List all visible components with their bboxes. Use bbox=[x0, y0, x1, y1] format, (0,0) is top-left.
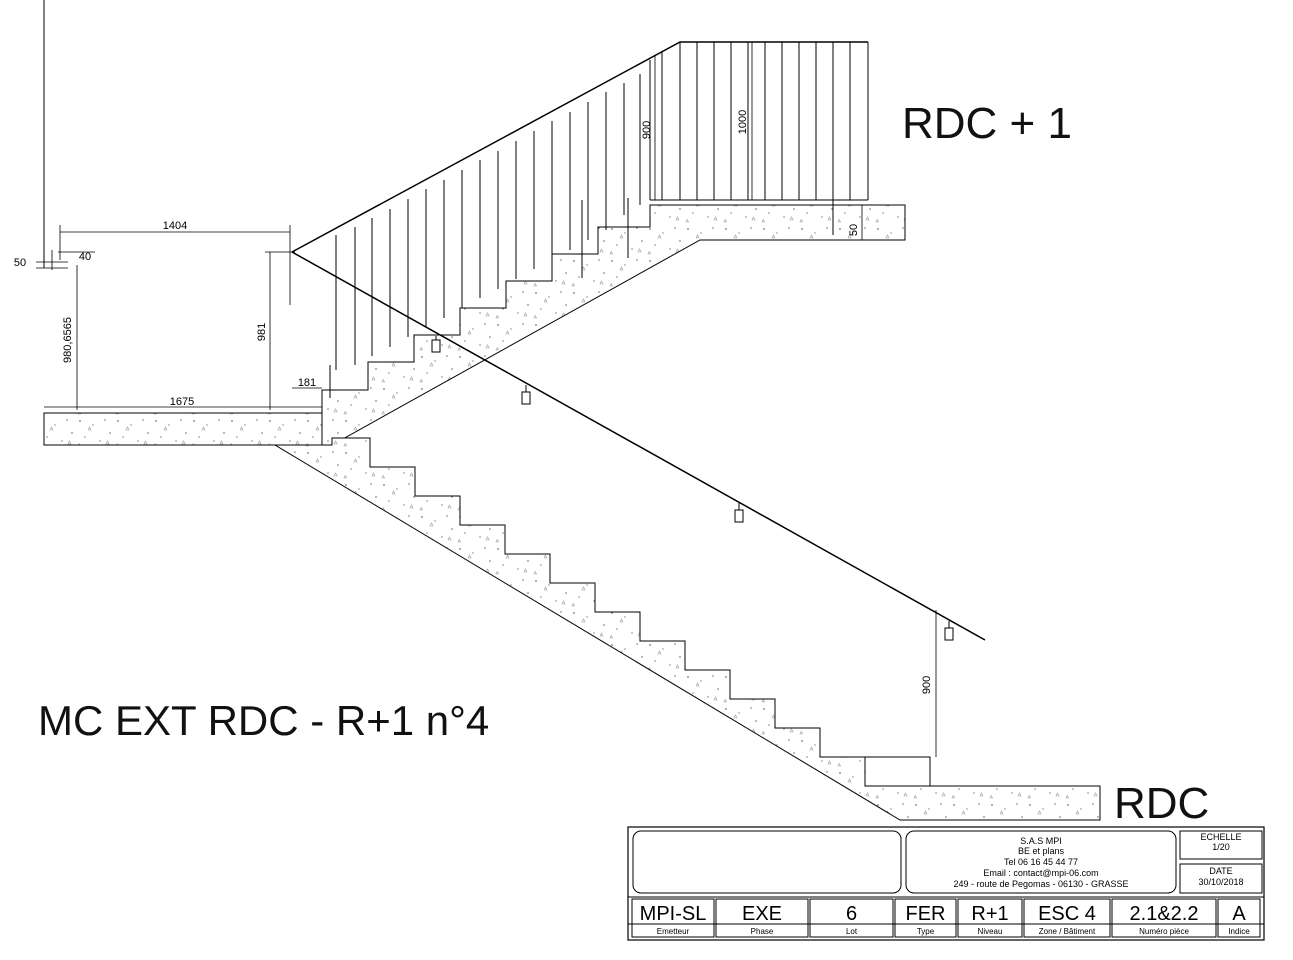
label-bottom-level: RDC bbox=[1114, 779, 1209, 828]
dim-height-landing: 981 bbox=[256, 323, 268, 341]
dim-guard-height: 900 bbox=[641, 121, 653, 139]
company-tel: Tel 06 16 45 44 77 bbox=[1004, 857, 1078, 867]
title-field-value: FER bbox=[906, 903, 946, 925]
step-edge bbox=[865, 756, 931, 786]
company-address: 249 - route de Pegomas - 06130 - GRASSE bbox=[953, 879, 1128, 889]
title-field-caption: Indice bbox=[1228, 927, 1250, 936]
title-field-value: EXE bbox=[742, 903, 782, 925]
title-field-value: MPI-SL bbox=[640, 903, 707, 925]
company-info: S.A.S MPI BE et plans Tel 06 16 45 44 77… bbox=[953, 836, 1128, 889]
title-field-cell bbox=[894, 898, 957, 938]
title-field-cell bbox=[809, 898, 894, 938]
title-field-cell bbox=[1023, 898, 1111, 938]
dim-detail-50: 50 bbox=[14, 257, 26, 269]
dim-width-upper: 1404 bbox=[163, 220, 187, 232]
lower-handrail bbox=[291, 251, 986, 641]
title-field-cell bbox=[631, 898, 715, 938]
title-field-value: 6 bbox=[846, 903, 857, 925]
title-field-cell bbox=[957, 898, 1023, 938]
dim-handrail-height: 900 bbox=[921, 676, 933, 694]
title-field-caption: Emetteur bbox=[657, 927, 690, 936]
title-field-caption: Numéro pièce bbox=[1139, 927, 1189, 936]
upper-flight-concrete bbox=[321, 204, 906, 446]
date-label: DATE bbox=[1209, 866, 1232, 876]
company-name: S.A.S MPI bbox=[1020, 836, 1062, 846]
company-email: Email : contact@mpi-06.com bbox=[983, 868, 1098, 878]
dim-width-lower: 1675 bbox=[170, 396, 194, 408]
dimension-lines bbox=[36, 42, 937, 757]
dim-slab-thk: 50 bbox=[848, 224, 860, 236]
title-field-caption: Lot bbox=[846, 927, 858, 936]
floor-slab-left bbox=[43, 412, 323, 446]
dim-offset: 181 bbox=[298, 377, 316, 389]
title-field-value: A bbox=[1232, 903, 1246, 925]
scale-label: ECHELLE bbox=[1200, 832, 1241, 842]
upper-guardrail bbox=[291, 41, 869, 398]
dim-guard-total: 1000 bbox=[737, 110, 749, 134]
dim-height-total: 980,6565 bbox=[62, 317, 74, 363]
scale-value: 1/20 bbox=[1212, 842, 1230, 852]
date-value: 30/10/2018 bbox=[1198, 877, 1243, 887]
dim-detail-40: 40 bbox=[79, 251, 91, 263]
title-field-caption: Zone / Bâtiment bbox=[1039, 927, 1096, 936]
title-field-cell bbox=[1217, 898, 1261, 938]
title-field-caption: Phase bbox=[751, 927, 774, 936]
lower-flight-concrete bbox=[273, 437, 1101, 821]
title-field-value: ESC 4 bbox=[1038, 903, 1096, 925]
label-top-level: RDC + 1 bbox=[902, 99, 1072, 148]
title-field-cell bbox=[715, 898, 809, 938]
drawing-title: MC EXT RDC - R+1 n°4 bbox=[38, 697, 489, 744]
title-field-caption: Type bbox=[917, 927, 935, 936]
title-field-value: R+1 bbox=[971, 903, 1008, 925]
title-field-caption: Niveau bbox=[978, 927, 1003, 936]
title-field-value: 2.1&2.2 bbox=[1130, 903, 1199, 925]
company-dept: BE et plans bbox=[1018, 846, 1065, 856]
title-field-cell bbox=[1111, 898, 1217, 938]
